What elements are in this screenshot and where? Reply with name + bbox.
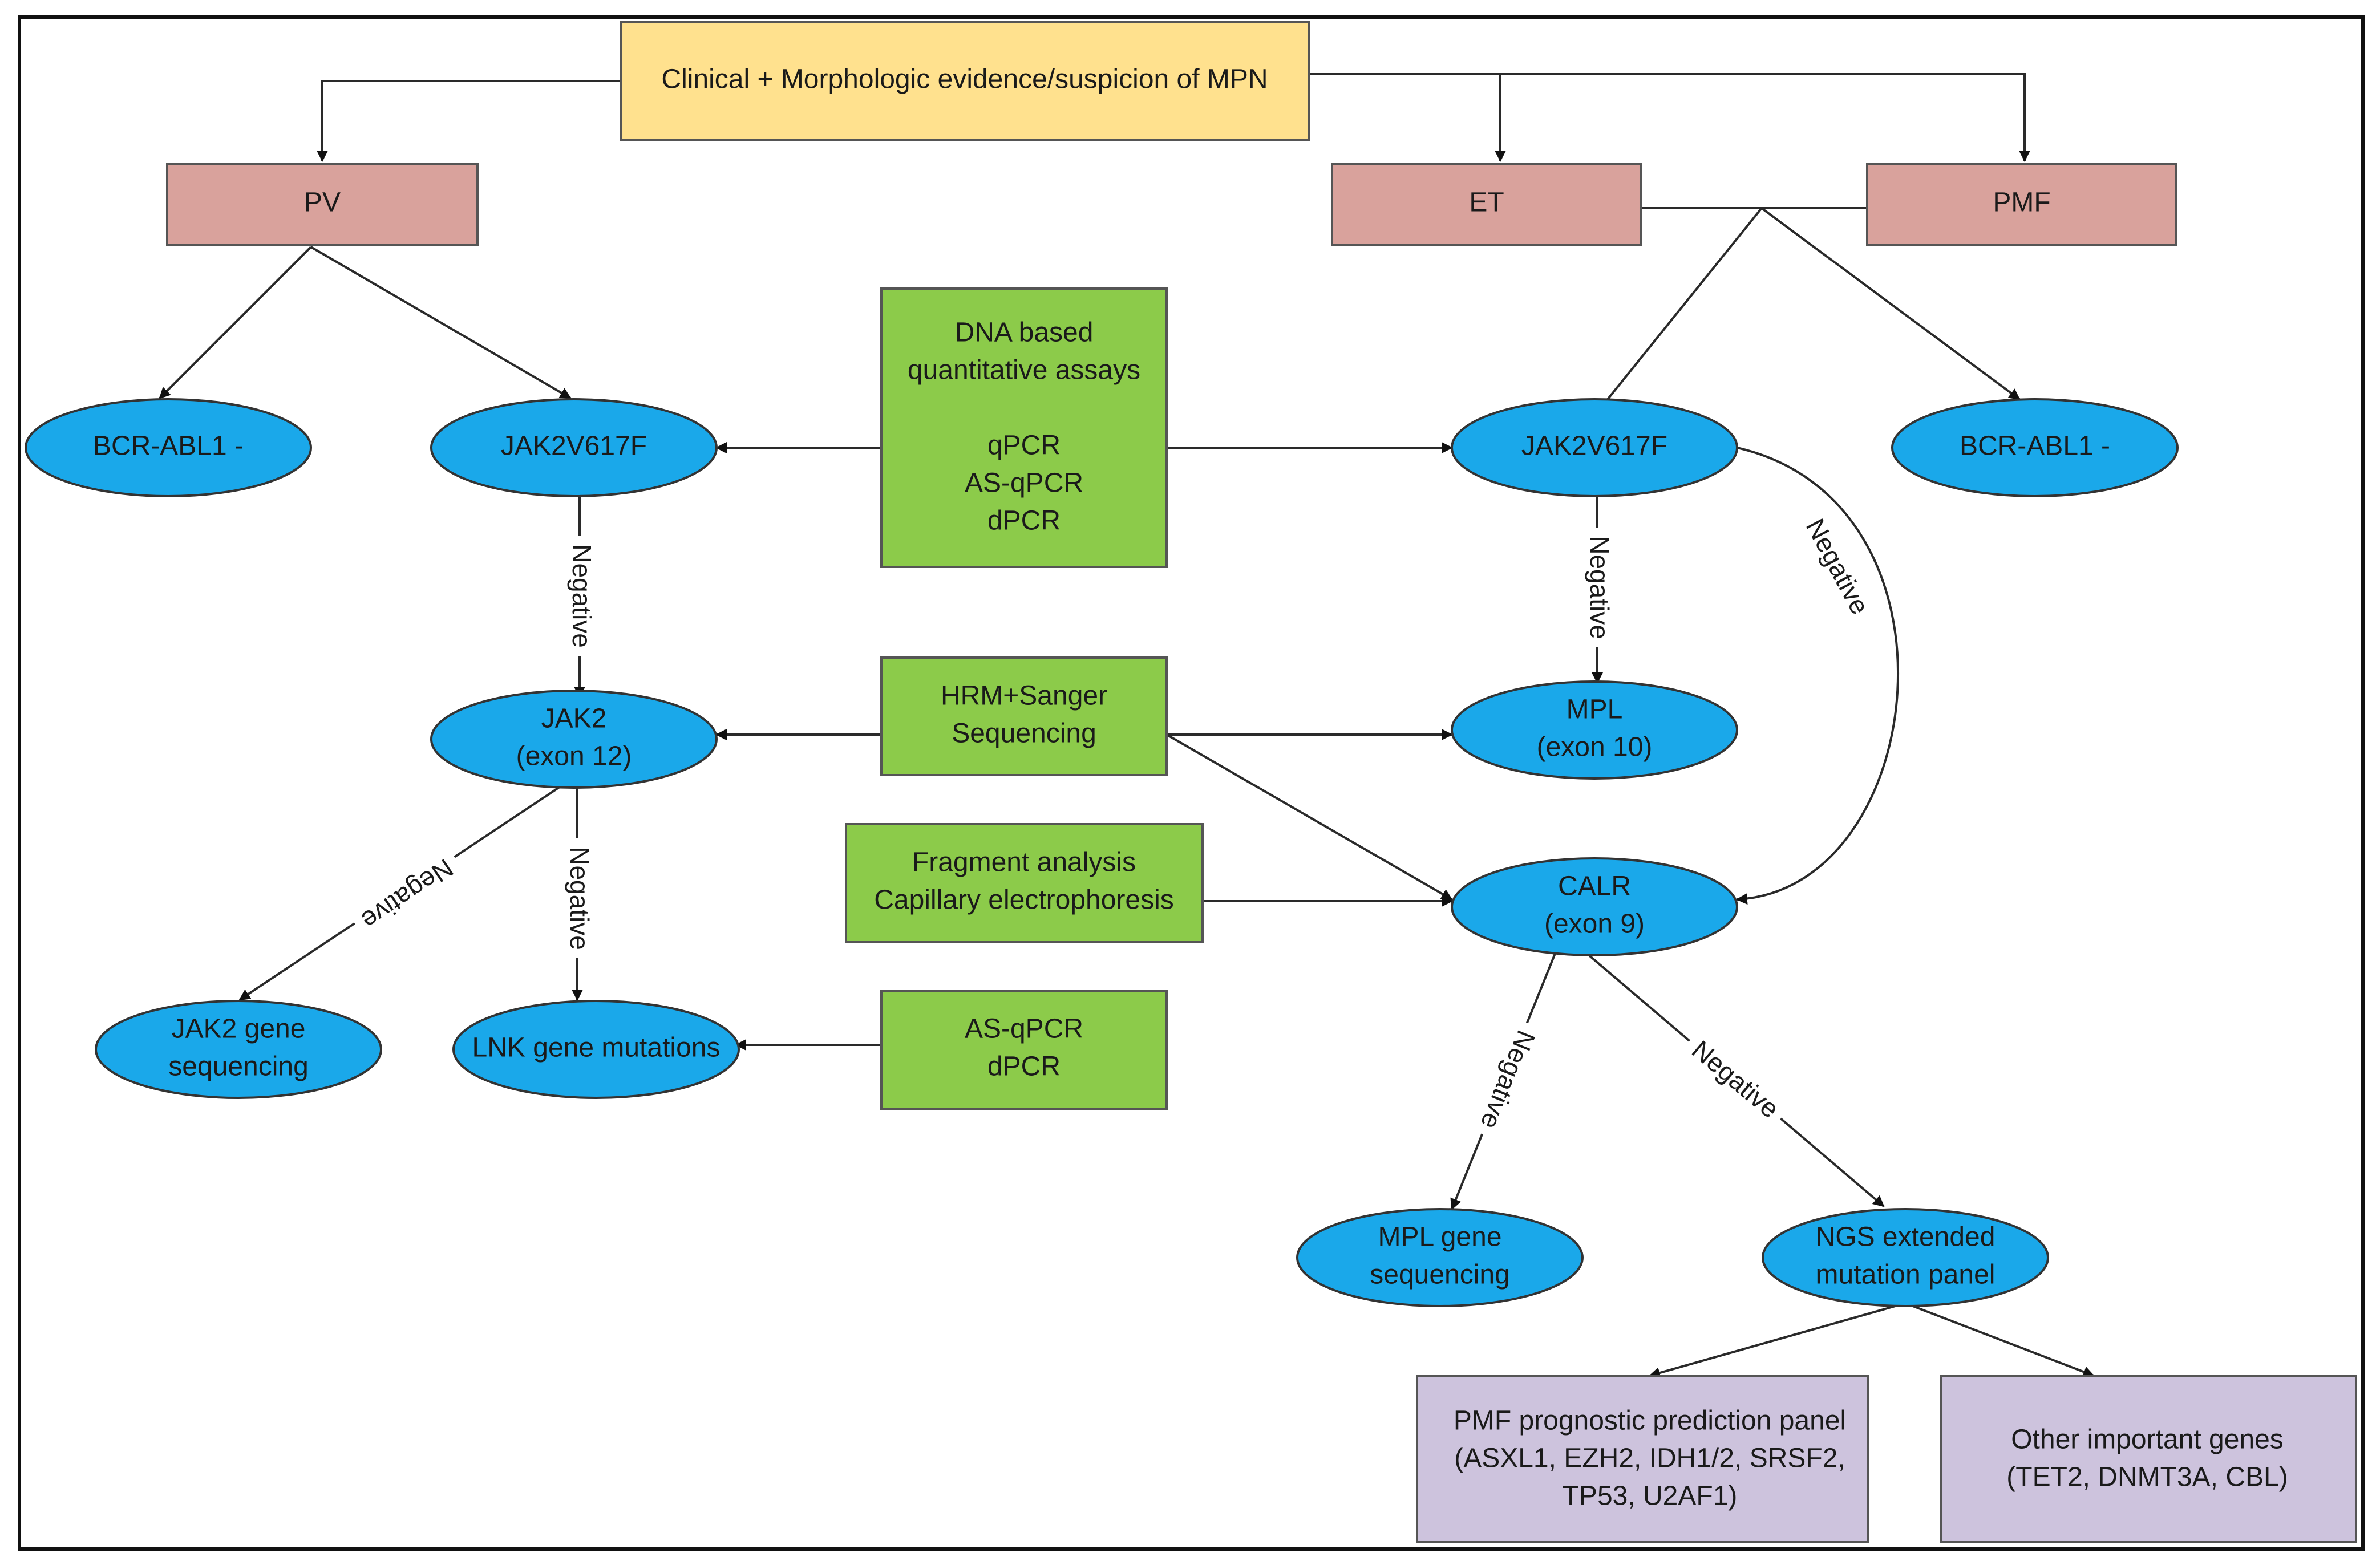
- node-pmfpanel: PMF prognostic prediction panel (ASXL1, E…: [1416, 1375, 1869, 1543]
- edge-pv-bcr: [159, 246, 312, 399]
- edge-ngs-pmfpanel: [1649, 1302, 1906, 1379]
- node-dna: DNA based quantitative assays qPCR AS-qPCR d…: [880, 287, 1168, 568]
- node-label-line: CALR: [1558, 871, 1631, 902]
- edge-label-negative: Negative: [1475, 1027, 1541, 1134]
- node-mpl-gene-sequencing: MPL gene sequencing: [1296, 1208, 1584, 1307]
- node-pmf: PMF: [1866, 163, 2177, 246]
- node-label-line: BCR-ABL1 -: [1960, 431, 2110, 461]
- node-label-line: dPCR: [987, 506, 1061, 536]
- node-bcr-right: BCR-ABL1 -: [1891, 398, 2179, 497]
- node-label-line: (exon 10): [1537, 732, 1653, 763]
- node-label-line: PMF: [1993, 188, 2050, 218]
- node-label-line: dPCR: [987, 1052, 1061, 1082]
- edge-label-negative: Negative: [565, 846, 594, 950]
- node-label-line: PMF prognostic prediction panel: [1454, 1406, 1846, 1436]
- node-label-line: (exon 12): [516, 741, 632, 772]
- node-jak2v617f-right: JAK2V617F: [1451, 398, 1738, 497]
- node-label-line: mutation panel: [1816, 1260, 1996, 1290]
- node-lnk-gene-mutations: LNK gene mutations: [452, 1000, 740, 1099]
- node-ngs-panel: NGS extended mutation panel: [1762, 1208, 2049, 1307]
- node-label-line: AS-qPCR: [965, 468, 1083, 498]
- node-label-line: (exon 9): [1544, 909, 1645, 939]
- node-label-line: NGS extended: [1816, 1222, 1996, 1252]
- edge-pv-jak2: [310, 246, 572, 399]
- node-label-line: ET: [1469, 188, 1504, 218]
- node-label-line: qPCR: [987, 431, 1061, 461]
- edge-label-negative: Negative: [1585, 536, 1614, 639]
- node-label-line: TP53, U2AF1): [1563, 1481, 1738, 1511]
- node-label-line: Clinical + Morphologic evidence/suspicio…: [661, 64, 1268, 95]
- edge-etpmf-bcr: [1760, 207, 2021, 400]
- node-label-line: JAK2: [541, 704, 607, 734]
- edge-jak2r-calr: [1736, 447, 1899, 905]
- node-label-line: BCR-ABL1 -: [93, 431, 244, 461]
- node-label-line: JAK2 gene: [172, 1014, 306, 1044]
- outer-frame: [18, 15, 2365, 1551]
- nodes: Clinical + Morphologic evidence/suspicio…: [25, 21, 2357, 1543]
- node-label-line: (TET2, DNMT3A, CBL): [2006, 1462, 2288, 1493]
- node-jak2-exon12: JAK2 (exon 12): [430, 690, 718, 789]
- node-label-line: DNA based: [955, 318, 1094, 348]
- node-label-line: JAK2V617F: [1521, 431, 1667, 461]
- node-label-line: sequencing: [168, 1052, 309, 1082]
- node-label-line: JAK2V617F: [501, 431, 647, 461]
- edge-ngs-other: [1905, 1302, 2095, 1377]
- node-label-line: quantitative assays: [908, 355, 1140, 386]
- node-et: ET: [1331, 163, 1642, 246]
- node-label-line: PV: [304, 188, 341, 218]
- node-label-line: MPL gene: [1378, 1222, 1501, 1252]
- node-pv: PV: [166, 163, 479, 246]
- node-label-line: HRM+Sanger: [941, 681, 1107, 711]
- edge-start-pv: [317, 80, 621, 162]
- node-jak2v617f-left: JAK2V617F: [430, 398, 718, 497]
- node-mpl-exon10: MPL (exon 10): [1451, 680, 1738, 780]
- edge-label-negative: Negative: [356, 853, 459, 936]
- node-label-line: Sequencing: [952, 719, 1096, 749]
- node-jak2-gene-sequencing: JAK2 gene sequencing: [95, 1000, 382, 1099]
- node-label-line: Other important genes: [2011, 1425, 2284, 1455]
- node-calr-exon9: CALR (exon 9): [1451, 857, 1738, 956]
- node-label-line: Fragment analysis: [912, 848, 1136, 878]
- node-label-line: (ASXL1, EZH2, IDH1/2, SRSF2,: [1454, 1444, 1845, 1474]
- node-bcr-left: BCR-ABL1 -: [25, 398, 312, 497]
- edge-hrm-calr: [1165, 733, 1453, 901]
- node-asq: AS-qPCR dPCR: [880, 990, 1168, 1110]
- node-label-line: AS-qPCR: [965, 1014, 1083, 1044]
- edge-label-negative: Negative: [567, 544, 597, 648]
- node-other: Other important genes (TET2, DNMT3A, CBL): [1940, 1375, 2357, 1543]
- node-label-line: LNK gene mutations: [472, 1033, 721, 1063]
- node-label-line: sequencing: [1370, 1260, 1510, 1290]
- node-start: Clinical + Morphologic evidence/suspicio…: [620, 21, 1310, 141]
- node-label-line: Capillary electrophoresis: [874, 885, 1174, 915]
- edge-label-negative: Negative: [1686, 1035, 1785, 1124]
- node-label-line: MPL: [1567, 695, 1623, 725]
- edge-etpmf-jak2: [1595, 207, 1763, 415]
- edge-start-et: [1309, 73, 2030, 162]
